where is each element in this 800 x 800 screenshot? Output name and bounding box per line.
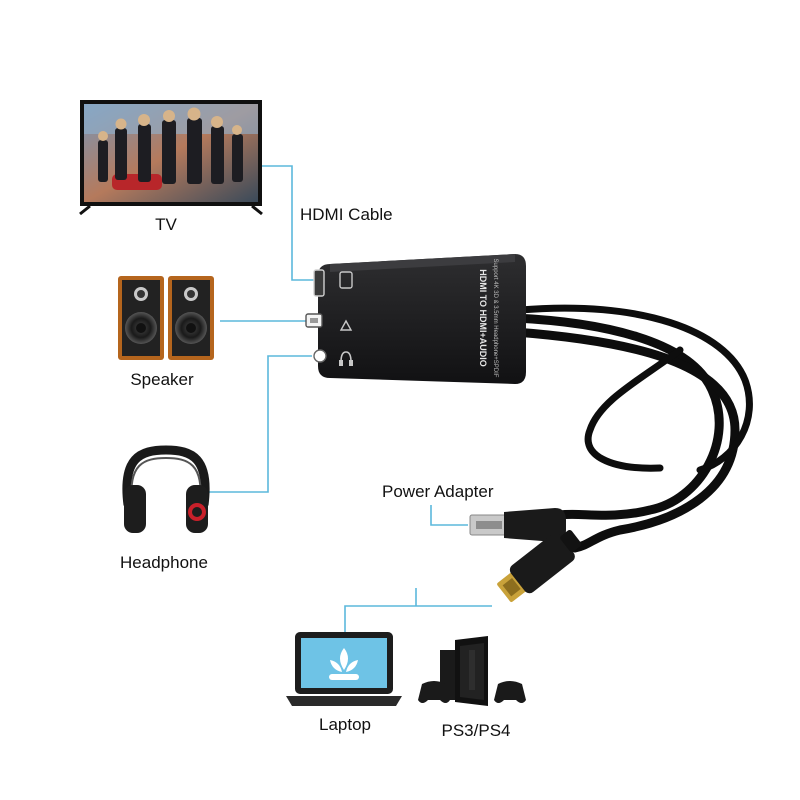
power-connector-line — [431, 505, 468, 525]
source-connector-line — [345, 606, 492, 632]
power-adapter-label: Power Adapter — [382, 482, 494, 501]
adapter-title: HDMI TO HDMI+AUDIO — [478, 269, 488, 367]
laptop-icon — [286, 632, 402, 706]
connector-lines — [205, 166, 492, 632]
laptop-label: Laptop — [319, 715, 371, 734]
game-console-icon — [418, 636, 526, 706]
tv-icon — [80, 100, 262, 214]
hdmi-cable-label: HDMI Cable — [300, 205, 393, 224]
adapter-subtitle: Support 4K 3D & 3.5mm Headphone+SPDIF — [492, 259, 498, 378]
headphone-label: Headphone — [120, 553, 208, 572]
ps-label: PS3/PS4 — [442, 721, 511, 740]
speaker-icon — [118, 276, 214, 360]
headphone-icon — [124, 450, 208, 533]
headphone-connector-line — [205, 356, 312, 492]
hdmi-port — [314, 270, 324, 296]
speaker-label: Speaker — [130, 370, 194, 389]
audio-jack-port — [314, 350, 326, 362]
hdmi-audio-adapter: HDMI TO HDMI+AUDIO Support 4K 3D & 3.5mm… — [318, 254, 526, 384]
tv-label: TV — [155, 215, 177, 234]
